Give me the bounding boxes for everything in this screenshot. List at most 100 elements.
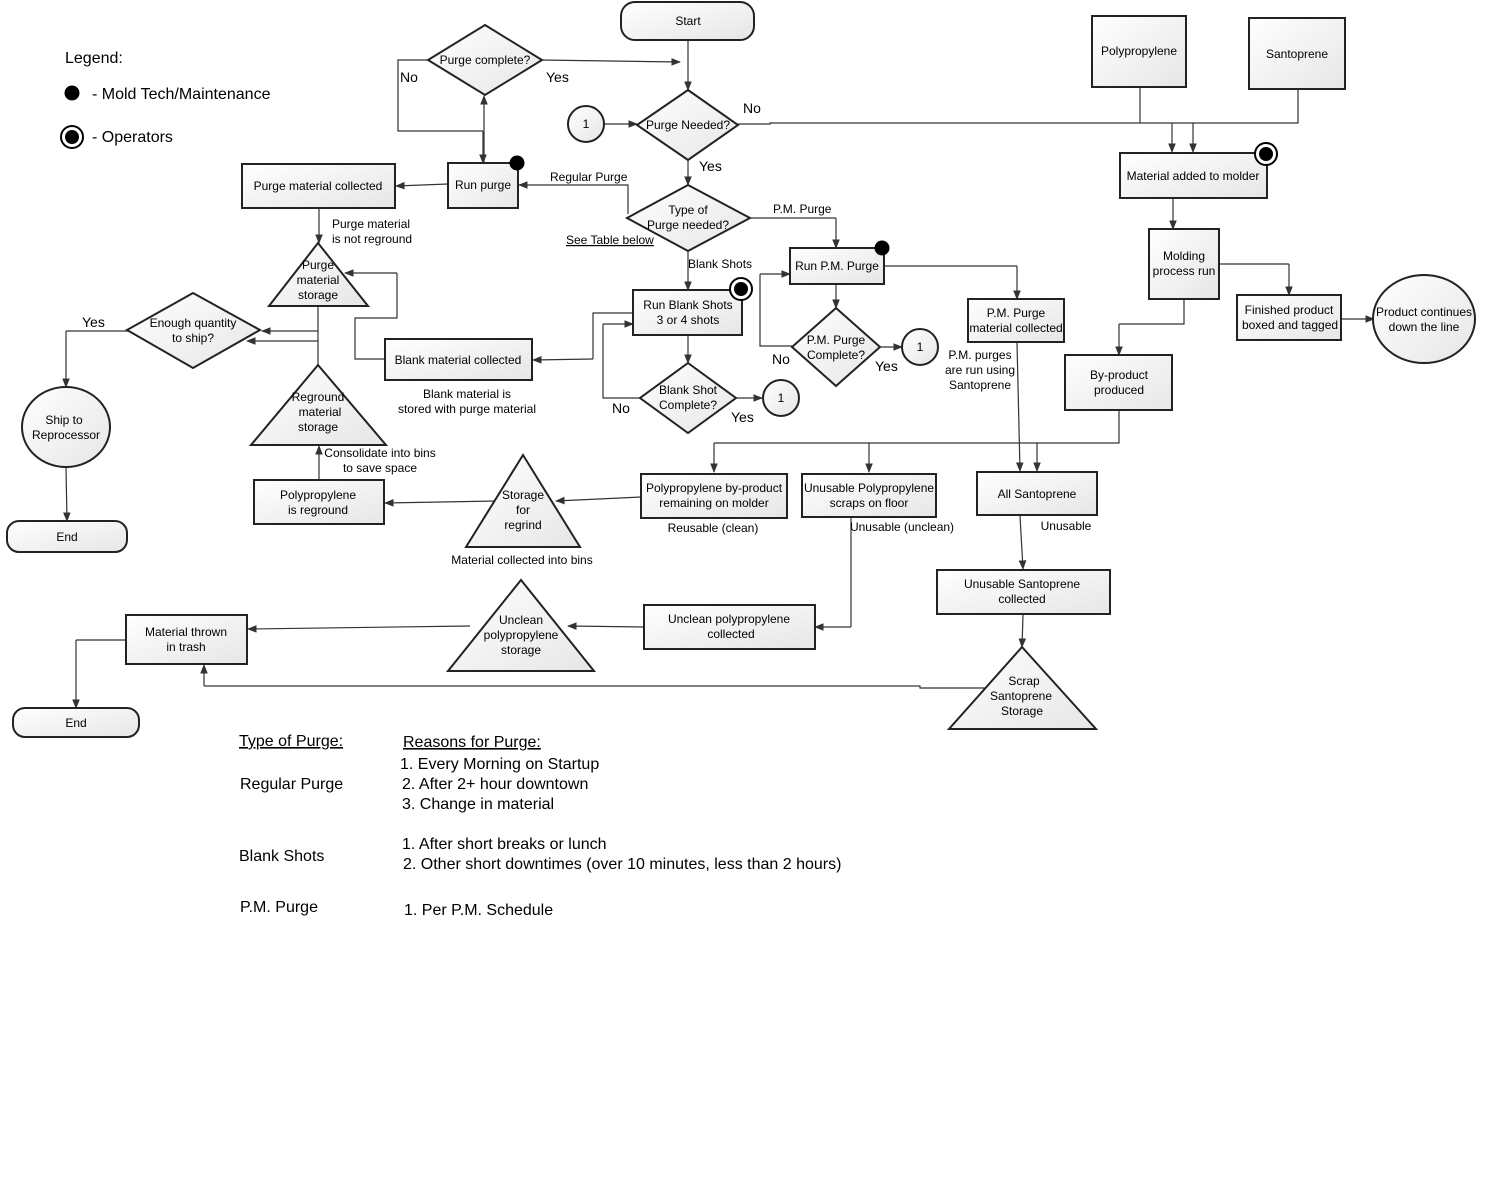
- svg-text:material collected: material collected: [969, 321, 1062, 335]
- svg-text:Material thrown: Material thrown: [145, 625, 227, 639]
- consolidate-label: Consolidate into bins: [324, 446, 435, 460]
- all-santoprene-step: All Santoprene: [976, 471, 1098, 516]
- svg-text:produced: produced: [1094, 383, 1144, 397]
- unusable-unclean-label: Unusable (unclean): [850, 520, 954, 534]
- svg-text:material: material: [299, 405, 342, 419]
- svg-text:Polypropylene: Polypropylene: [280, 488, 356, 502]
- svg-text:Molding: Molding: [1163, 249, 1205, 263]
- pm-complete-yes-label: Yes: [875, 358, 898, 374]
- svg-text:Unclean polypropylene: Unclean polypropylene: [668, 612, 790, 626]
- svg-text:Type of: Type of: [668, 203, 708, 217]
- svg-text:1: 1: [917, 340, 924, 354]
- svg-text:Finished product: Finished product: [1245, 303, 1334, 317]
- svg-text:Purge complete?: Purge complete?: [440, 53, 531, 67]
- svg-text:P.M. Purge: P.M. Purge: [807, 333, 866, 347]
- ship-reprocessor: Ship to Reprocessor: [21, 386, 111, 468]
- svg-text:material: material: [297, 273, 340, 287]
- material-added-step: Material added to molder: [1119, 152, 1268, 199]
- pm-collected-step: P.M. Purge material collected: [967, 298, 1065, 343]
- svg-text:Enough quantity: Enough quantity: [150, 316, 237, 330]
- svg-text:for: for: [516, 503, 530, 517]
- svg-text:Run purge: Run purge: [455, 178, 511, 192]
- pm-complete-decision: P.M. Purge Complete?: [790, 306, 882, 388]
- legend-title: Legend:: [65, 50, 123, 67]
- blank-shot-complete-decision: Blank Shot Complete?: [638, 361, 738, 435]
- finished-boxed-step: Finished product boxed and tagged: [1236, 294, 1342, 341]
- svg-text:All Santoprene: All Santoprene: [998, 487, 1077, 501]
- svg-text:Unusable Santoprene: Unusable Santoprene: [964, 577, 1080, 591]
- pp-remaining-step: Polypropylene by-product remaining on mo…: [640, 473, 788, 519]
- svg-text:regrind: regrind: [504, 518, 541, 532]
- svg-text:Storage: Storage: [502, 488, 544, 502]
- svg-text:Complete?: Complete?: [659, 398, 717, 412]
- run-blank-shots-step: Run Blank Shots 3 or 4 shots: [632, 289, 743, 336]
- collected-bins-label: Material collected into bins: [451, 553, 592, 567]
- svg-text:collected: collected: [707, 627, 754, 641]
- svg-text:are run using: are run using: [945, 363, 1015, 377]
- svg-text:Reground: Reground: [292, 390, 345, 404]
- svg-text:Polypropylene by-product: Polypropylene by-product: [646, 481, 783, 495]
- pm-complete-no-label: No: [772, 351, 790, 367]
- purge-storage: Purge material storage: [266, 241, 371, 307]
- reusable-label: Reusable (clean): [668, 521, 759, 535]
- not-reground-label: Purge material: [332, 217, 410, 231]
- svg-text:Purge: Purge: [302, 258, 334, 272]
- blank-collected-step: Blank material collected: [384, 338, 533, 381]
- material-trash-step: Material thrown in trash: [125, 614, 248, 665]
- legend-operators: - Operators: [92, 129, 173, 146]
- table-reason: 2. After 2+ hour downtown: [402, 776, 588, 793]
- run-pm-purge-step: Run P.M. Purge: [789, 247, 885, 285]
- svg-text:down the line: down the line: [1389, 320, 1460, 334]
- svg-text:Complete?: Complete?: [807, 348, 865, 362]
- svg-text:stored with purge material: stored with purge material: [398, 402, 536, 416]
- table-type-blank: Blank Shots: [239, 848, 324, 865]
- connectors: [62, 41, 1375, 709]
- unclean-storage: Unclean polypropylene storage: [445, 578, 597, 672]
- svg-text:Material added to molder: Material added to molder: [1127, 169, 1260, 183]
- table-type-regular: Regular Purge: [240, 776, 343, 793]
- blank-shots-label: Blank Shots: [688, 257, 752, 271]
- svg-text:Ship to: Ship to: [45, 413, 83, 427]
- table-col2-header: Reasons for Purge:: [403, 734, 541, 751]
- svg-text:Purge material collected: Purge material collected: [254, 179, 383, 193]
- mold-tech-dot-icon: [874, 240, 890, 256]
- blank-complete-yes-label: Yes: [731, 409, 754, 425]
- molding-step: Molding process run: [1148, 228, 1220, 300]
- svg-text:in trash: in trash: [166, 640, 205, 654]
- svg-text:Unusable Polypropylene: Unusable Polypropylene: [804, 481, 934, 495]
- svg-text:scraps on floor: scraps on floor: [830, 496, 909, 510]
- legend-mold-tech: - Mold Tech/Maintenance: [92, 86, 271, 103]
- svg-text:Unclean: Unclean: [499, 613, 543, 627]
- purge-needed-no-label: No: [743, 100, 761, 116]
- svg-text:Product continues: Product continues: [1376, 305, 1472, 319]
- legend: Legend: - Mold Tech/Maintenance - Operat…: [60, 50, 271, 149]
- svg-text:Polypropylene: Polypropylene: [1101, 44, 1177, 58]
- svg-text:storage: storage: [298, 288, 338, 302]
- purge-complete-no-label: No: [400, 69, 418, 85]
- purge-reasons-table: Type of Purge: Reasons for Purge: Regula…: [239, 733, 841, 919]
- svg-text:to ship?: to ship?: [172, 331, 214, 345]
- enough-qty-yes-label: Yes: [82, 314, 105, 330]
- product-continues: Product continues down the line: [1372, 274, 1476, 364]
- table-reason: 2. Other short downtimes (over 10 minute…: [403, 856, 841, 873]
- svg-text:Scrap: Scrap: [1008, 674, 1040, 688]
- purge-complete-yes-label: Yes: [546, 69, 569, 85]
- santoprene-input: Santoprene: [1248, 17, 1346, 90]
- unusable-santoprene-step: Unusable Santoprene collected: [936, 569, 1111, 615]
- end-terminal-bottom: End: [12, 707, 140, 738]
- svg-text:storage: storage: [501, 643, 541, 657]
- end-terminal-top: End: [6, 520, 128, 553]
- storage-for-regrind: Storage for regrind: [464, 453, 582, 548]
- svg-text:Santoprene: Santoprene: [990, 689, 1052, 703]
- svg-text:Storage: Storage: [1001, 704, 1043, 718]
- table-reason: 1. After short breaks or lunch: [402, 836, 607, 853]
- type-of-purge-decision: Type of Purge needed?: [624, 183, 753, 253]
- table-reason: 1. Every Morning on Startup: [400, 756, 599, 773]
- byproduct-step: By-product produced: [1064, 354, 1173, 411]
- svg-text:Santoprene: Santoprene: [1266, 47, 1328, 61]
- connector-1-pm: 1: [901, 328, 939, 366]
- svg-text:1: 1: [778, 391, 785, 405]
- connector-1-blank: 1: [762, 379, 800, 417]
- svg-text:3 or 4 shots: 3 or 4 shots: [657, 313, 720, 327]
- svg-text:Run Blank Shots: Run Blank Shots: [643, 298, 732, 312]
